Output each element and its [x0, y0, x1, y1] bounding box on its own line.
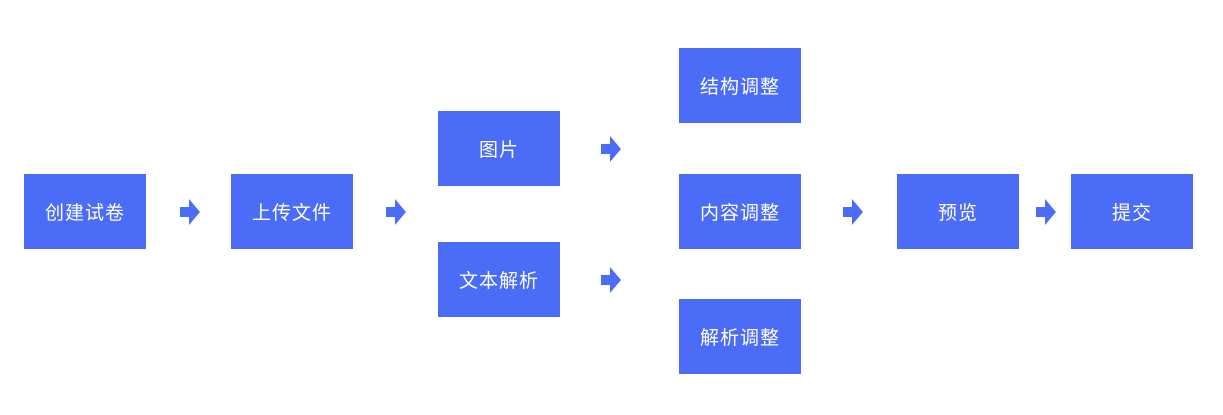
node-label: 文本解析 [458, 270, 539, 292]
node-create-exam: 创建试卷 [24, 174, 146, 249]
arrow-right-icon [180, 199, 200, 225]
node-image: 图片 [438, 111, 560, 186]
node-label: 预览 [937, 202, 978, 224]
node-structure-adjust: 结构调整 [679, 48, 801, 123]
node-label: 上传文件 [251, 202, 332, 224]
node-label: 创建试卷 [44, 202, 125, 224]
node-text-parse: 文本解析 [438, 242, 560, 317]
node-label: 结构调整 [699, 76, 780, 98]
node-label: 解析调整 [699, 327, 780, 349]
node-analysis-adjust: 解析调整 [679, 299, 801, 374]
node-label: 内容调整 [699, 202, 780, 224]
arrow-right-icon [601, 136, 621, 162]
node-preview: 预览 [897, 174, 1019, 249]
arrow-right-icon [601, 267, 621, 293]
node-label: 图片 [478, 139, 519, 161]
arrow-right-icon [386, 199, 406, 225]
arrow-right-icon [843, 199, 863, 225]
node-upload-file: 上传文件 [231, 174, 353, 249]
node-submit: 提交 [1071, 174, 1193, 249]
node-content-adjust: 内容调整 [679, 174, 801, 249]
arrow-right-icon [1036, 199, 1056, 225]
node-label: 提交 [1111, 202, 1152, 224]
